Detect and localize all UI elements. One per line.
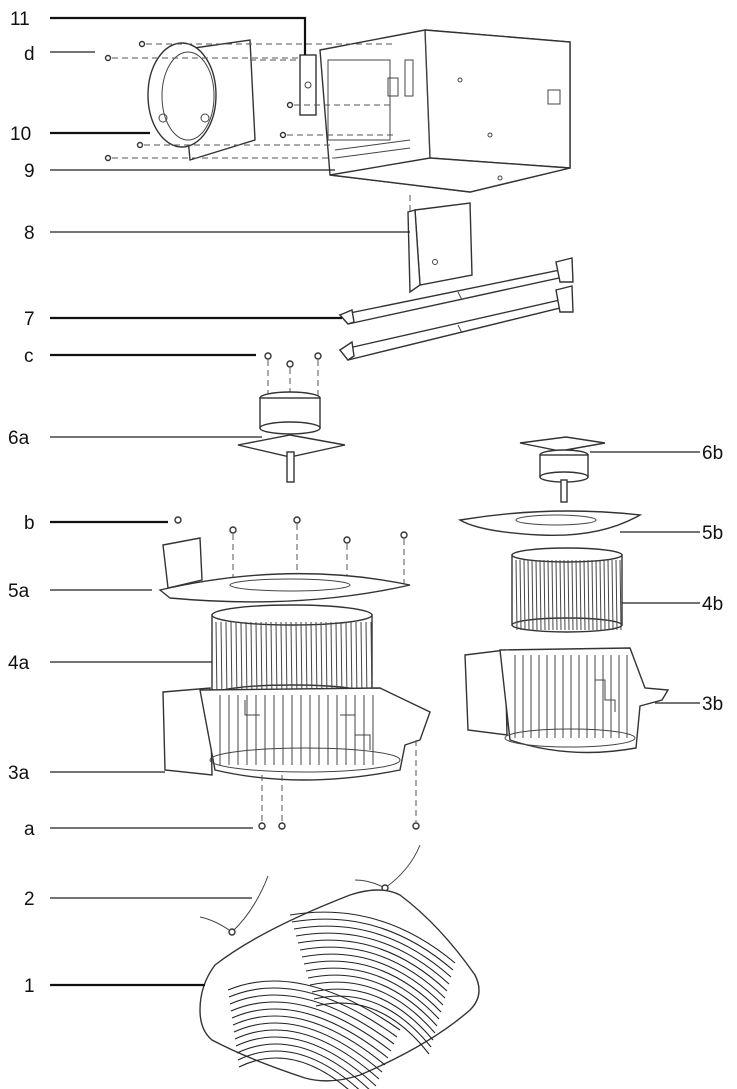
label-5a: 5a — [8, 581, 30, 602]
duct-collar-ring — [147, 42, 217, 148]
label-9: 9 — [24, 161, 35, 182]
label-6b: 6b — [702, 443, 723, 464]
motor-6b — [519, 436, 606, 503]
damper-plate — [299, 54, 317, 116]
label-6a: 6a — [8, 428, 30, 449]
motor-6a — [237, 352, 346, 483]
label-11: 11 — [10, 9, 30, 30]
label-1: 1 — [24, 976, 35, 997]
label-7: 7 — [24, 309, 35, 330]
scroll-housing-3b — [464, 647, 670, 754]
housing-assembly — [104, 29, 571, 193]
label-5b: 5b — [702, 523, 723, 544]
mounting-bracket — [407, 195, 473, 294]
label-8: 8 — [24, 223, 35, 244]
screws-d — [104, 40, 294, 162]
motor-plate-5b — [458, 510, 643, 537]
label-b: b — [24, 513, 35, 534]
motor-plate-5a — [158, 516, 411, 603]
label-4a: 4a — [8, 653, 30, 674]
grille — [199, 889, 480, 1089]
scroll-housing-3a — [162, 687, 431, 830]
label-2: 2 — [24, 889, 35, 910]
receptacle-box — [547, 89, 561, 105]
blower-wheel-4b — [511, 547, 623, 633]
label-3b: 3b — [702, 694, 723, 715]
label-10: 10 — [10, 124, 31, 145]
housing-box-bottom — [329, 157, 571, 193]
leader-lines — [50, 16, 700, 987]
mounting-springs — [199, 844, 421, 936]
label-4b: 4b — [702, 594, 723, 615]
label-c: c — [24, 346, 34, 367]
part-labels: 11 d 10 9 8 7 c 6a b 5a 4a 3a a 2 1 6b 5… — [8, 9, 723, 997]
label-a: a — [24, 819, 35, 840]
label-d: d — [24, 44, 35, 65]
hanger-bars — [338, 257, 574, 361]
label-3a: 3a — [8, 763, 30, 784]
housing-opening — [327, 59, 391, 141]
